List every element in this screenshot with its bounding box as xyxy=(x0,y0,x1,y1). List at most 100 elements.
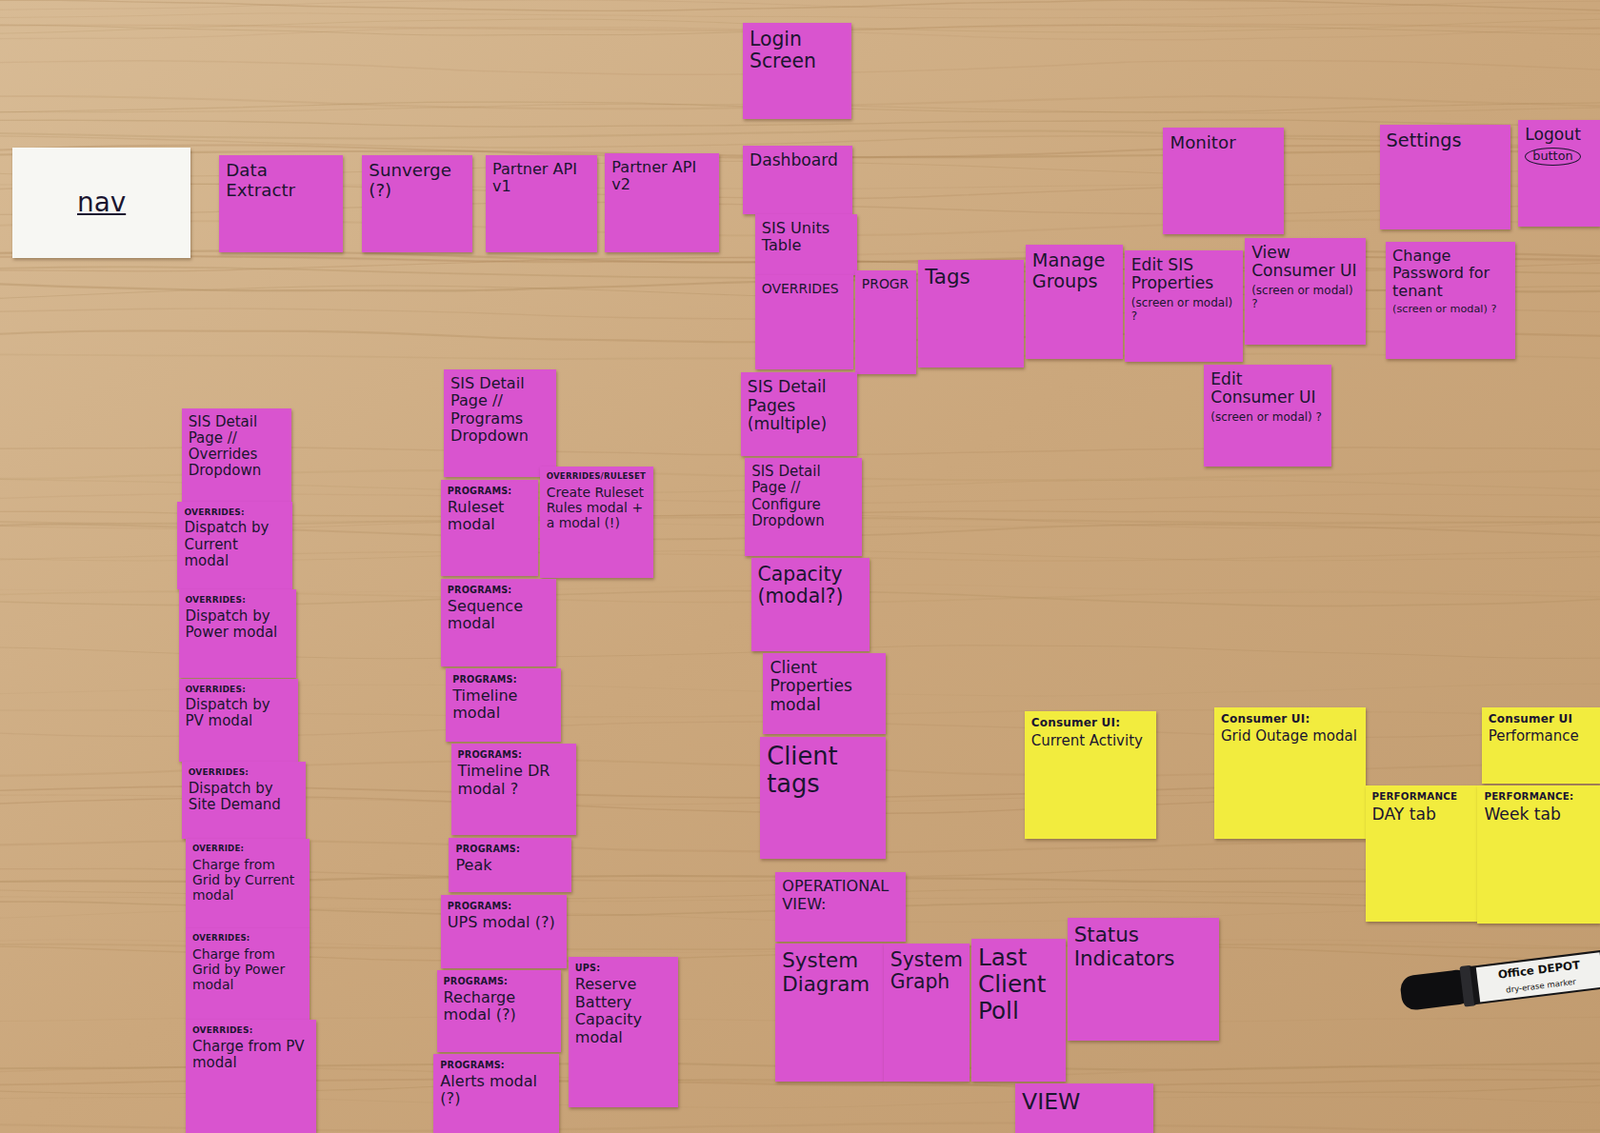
sticky-note: System Diagram xyxy=(775,943,884,1082)
sticky-note: Client tags xyxy=(760,737,886,860)
note-text: Current Activity xyxy=(1031,733,1150,750)
sticky-note: OVERRIDE: Charge from Grid by Current mod… xyxy=(185,839,310,929)
note-title: PROGRAMS: xyxy=(443,976,556,987)
marker-body xyxy=(1469,941,1600,1006)
note-title: Dashboard xyxy=(749,151,846,171)
note-title: OVERRIDES: xyxy=(192,934,303,944)
sticky-note: PROGRAMS: Recharge modal (?) xyxy=(437,970,562,1053)
note-text: Charge from Grid by Power modal xyxy=(192,946,303,993)
sticky-note: Data Extractr xyxy=(219,155,343,253)
note-title: Monitor xyxy=(1169,133,1277,154)
sticky-note: OVERRIDES:Charge from PV modal xyxy=(185,1020,317,1133)
note-title: SIS Units Table xyxy=(761,220,851,256)
sticky-note: PERFORMANCEDAY tab xyxy=(1365,785,1479,922)
note-title: Sunverge (?) xyxy=(368,160,466,201)
note-text: Performance xyxy=(1488,728,1594,745)
note-title: OVERRIDES xyxy=(761,280,847,297)
note-title: SIS Detail Page // Overrides Dropdown xyxy=(188,414,286,480)
sticky-note: SIS Units Table xyxy=(755,214,858,276)
grain-line xyxy=(0,13,1600,19)
sticky-note: Consumer UI:Grid Outage modal xyxy=(1214,707,1366,840)
index-card: nav xyxy=(12,147,192,259)
note-title: PROGRAMS: xyxy=(447,900,560,912)
sticky-note: Change Password for tenant(screen or mod… xyxy=(1385,241,1516,360)
note-text: Ruleset modal xyxy=(447,499,532,535)
note-title: Last Client Poll xyxy=(978,944,1060,1026)
note-title: nav xyxy=(77,187,126,219)
note-text: (screen or modal) ? xyxy=(1131,297,1237,324)
note-title: SIS Detail Page // Configure Dropdown xyxy=(751,463,856,530)
note-title: Logout xyxy=(1524,125,1594,145)
note-title: Consumer UI: xyxy=(1031,717,1150,731)
note-title: Status Indicators xyxy=(1074,923,1214,971)
sticky-note: Sunverge (?) xyxy=(361,155,473,253)
note-title: Tags xyxy=(924,265,1017,290)
note-text: (screen or modal) ? xyxy=(1392,303,1509,317)
note-text: Dispatch by Site Demand xyxy=(188,780,300,815)
note-text: Week tab xyxy=(1483,805,1594,825)
grain-line xyxy=(0,0,1600,11)
grain-line xyxy=(0,130,1600,139)
sticky-note: PROGRAMS: Timeline DR modal ? xyxy=(451,743,578,836)
note-text: Sequence modal xyxy=(447,598,550,634)
note-text: DAY tab xyxy=(1372,805,1472,825)
marker-pen xyxy=(1399,940,1600,1016)
sticky-note: Client Properties modal xyxy=(762,653,886,736)
note-title: OVERRIDE: xyxy=(192,844,303,855)
note-text: Alerts modal (?) xyxy=(440,1073,553,1109)
note-title: OVERRIDES/RULESET xyxy=(546,472,647,482)
note-text: Dispatch by PV modal xyxy=(185,697,292,731)
sticky-note: Consumer UI: Current Activity xyxy=(1024,711,1157,840)
note-text: (screen or modal) ? xyxy=(1251,284,1359,312)
note-title: Settings xyxy=(1386,130,1504,152)
grain-line xyxy=(0,0,1600,11)
sticky-note: OVERRIDES/RULESET Create Ruleset Rules mo… xyxy=(540,466,654,580)
sticky-note: PROGRAMS:Timeline modal xyxy=(445,668,561,742)
sticky-note: VIEW xyxy=(1015,1083,1154,1133)
sticky-note: OVERRIDES: Dispatch by Power modal xyxy=(179,589,297,679)
sticky-note: PROGRAMS: Ruleset modal xyxy=(440,480,539,578)
note-title: OVERRIDES: xyxy=(185,595,290,605)
note-title: System Graph xyxy=(890,949,963,995)
note-text: Dispatch by Power modal xyxy=(185,608,290,642)
sticky-note: View Consumer UI (screen or modal) ? xyxy=(1244,238,1365,346)
note-title: OVERRIDES: xyxy=(185,684,292,695)
note-title: OVERRIDES: xyxy=(183,507,286,518)
note-title: View Consumer UI xyxy=(1251,243,1359,281)
sticky-note: PERFORMANCE:Week tab xyxy=(1477,785,1600,924)
sticky-note: PROGRAMS:UPS modal (?) xyxy=(440,895,567,969)
sticky-note: PROGRAMS:Sequence modal xyxy=(440,579,557,667)
note-title: Consumer UI xyxy=(1488,713,1594,727)
note-title: PROGRAMS: xyxy=(440,1060,553,1071)
note-text: button xyxy=(1524,147,1580,166)
sticky-note: Edit Consumer UI(screen or modal) ? xyxy=(1203,364,1332,467)
sticky-note: Login Screen xyxy=(742,22,852,120)
sticky-note: Tags xyxy=(918,260,1023,368)
sticky-note: SIS Detail Pages (multiple) xyxy=(740,372,858,457)
sticky-note: OVERRIDES: Charge from Grid by Power moda… xyxy=(185,928,310,1020)
note-text: Reserve Battery Capacity modal xyxy=(575,976,673,1047)
note-text: Peak xyxy=(455,857,565,875)
marker-brand-text: dry-erase marker xyxy=(1505,978,1578,996)
note-title: OPERATIONAL VIEW: xyxy=(781,878,900,914)
note-text: Charge from Grid by Current modal xyxy=(192,857,303,903)
note-title: Manage Groups xyxy=(1032,250,1117,293)
sticky-note: Status Indicators xyxy=(1067,918,1220,1041)
note-title: Data Extractr xyxy=(225,160,337,201)
note-title: PROGRAMS: xyxy=(447,485,532,497)
note-text: Create Ruleset Rules modal + a modal (!) xyxy=(546,484,647,531)
sticky-note: Consumer UIPerformance xyxy=(1481,707,1600,784)
note-title: Partner API v1 xyxy=(492,160,591,197)
note-title: PROGRAMS: xyxy=(452,674,555,685)
note-text: Grid Outage modal xyxy=(1220,728,1360,745)
sticky-note: Partner API v2 xyxy=(604,153,720,253)
sticky-note: OVERRIDES:Dispatch by Current modal xyxy=(177,501,293,590)
sticky-note: SIS Detail Page // Programs Dropdown xyxy=(443,369,557,479)
note-text: Recharge modal (?) xyxy=(443,989,556,1025)
note-title: OVERRIDES: xyxy=(188,767,300,778)
note-text: Timeline DR modal ? xyxy=(458,762,571,799)
note-title: PROGRAMS: xyxy=(458,749,571,760)
note-title: SIS Detail Pages (multiple) xyxy=(747,378,851,435)
